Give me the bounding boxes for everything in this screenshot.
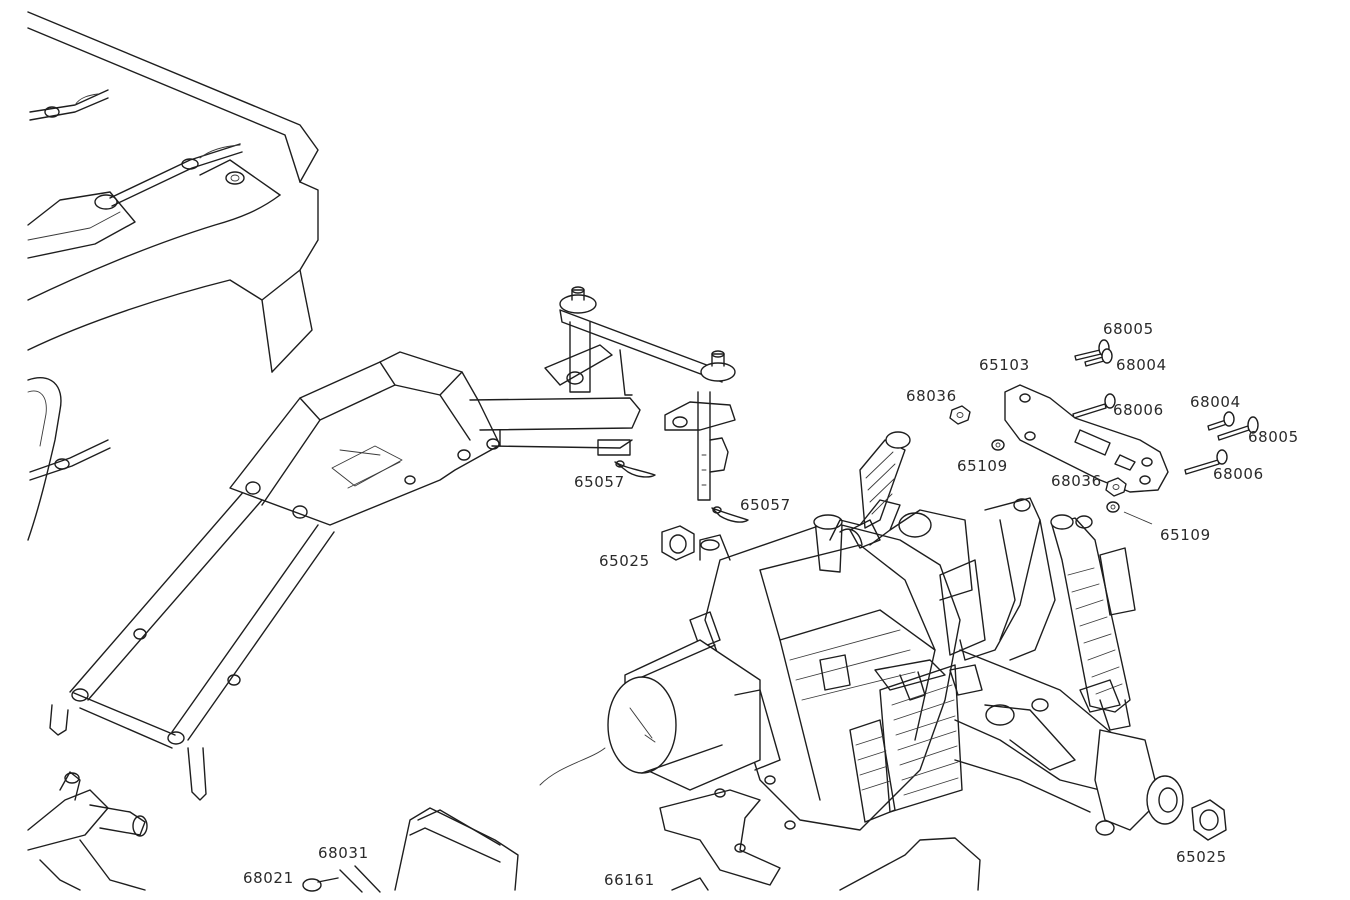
part-label-65025-left: 65025 [599, 552, 650, 570]
leader-65109-right [1123, 511, 1153, 525]
part-label-68006-mid: 68006 [1113, 401, 1164, 419]
part-label-68036-right: 68036 [1051, 472, 1102, 490]
wheel-nut-65025-right [1191, 799, 1227, 841]
part-label-68031: 68031 [318, 844, 369, 862]
lower-chassis-parts [302, 807, 981, 893]
washer-65109-left [991, 439, 1005, 451]
body-clip-top [29, 89, 109, 121]
rear-shock-tower [959, 497, 1056, 661]
body-shell [27, 11, 319, 541]
shock-tower-plate-65103 [1004, 384, 1169, 493]
part-label-68005-top: 68005 [1103, 320, 1154, 338]
screw-68004-top [1084, 348, 1113, 367]
engine [539, 499, 973, 886]
part-label-68036-left: 68036 [906, 387, 957, 405]
part-label-65057-lower: 65057 [740, 496, 791, 514]
nut-68036-left [949, 405, 971, 425]
part-label-65109-right: 65109 [1160, 526, 1211, 544]
part-label-68004-right: 68004 [1190, 393, 1241, 411]
body-clip-65057-upper [614, 460, 656, 478]
part-label-65103: 65103 [979, 356, 1030, 374]
roll-cage-frame [49, 351, 641, 801]
washer-65109-right [1106, 501, 1120, 513]
wheel-nut-65025-left [661, 525, 695, 561]
part-label-68005-right: 68005 [1248, 428, 1299, 446]
body-clip-65057-lower [711, 506, 749, 523]
rear-shock-left [849, 431, 911, 549]
part-label-66161: 66161 [604, 871, 655, 889]
part-label-68006-right: 68006 [1213, 465, 1264, 483]
nut-68036-right [1105, 477, 1127, 497]
body-clip-mid [109, 143, 243, 207]
screw-68006-mid [1072, 393, 1116, 419]
rear-shock-right [1050, 514, 1131, 731]
part-label-65109-left: 65109 [957, 457, 1008, 475]
screw-68005-right [1217, 416, 1259, 441]
part-label-68021: 68021 [243, 869, 294, 887]
rear-a-arm-and-hub [939, 547, 1184, 836]
screw-68006-right [1184, 449, 1228, 475]
part-label-65057-upper: 65057 [574, 473, 625, 491]
part-label-68004-top: 68004 [1116, 356, 1167, 374]
part-label-65025-right: 65025 [1176, 848, 1227, 866]
front-suspension-fragment [27, 771, 148, 891]
body-post-assembly [544, 286, 736, 501]
screw-68004-right [1207, 411, 1235, 431]
body-clip-lower [29, 439, 111, 481]
